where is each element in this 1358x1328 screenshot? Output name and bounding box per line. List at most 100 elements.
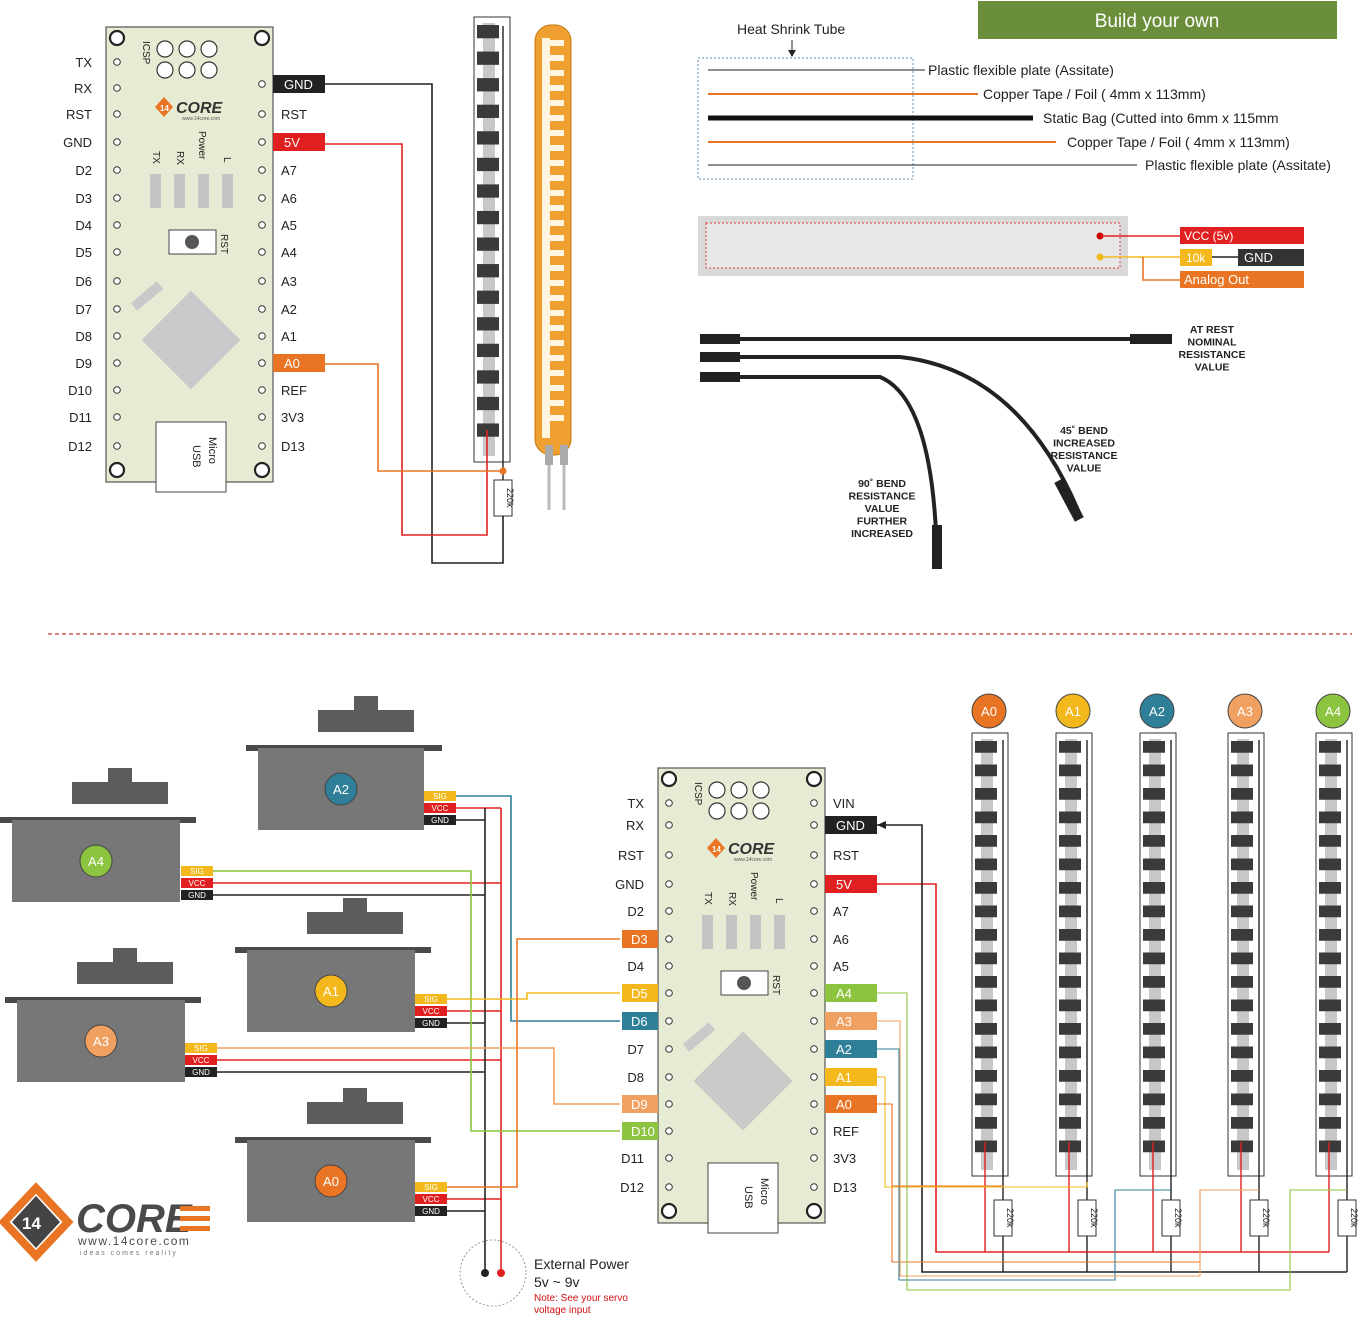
pin-label: D9 [631,1097,648,1112]
pin-hole [665,907,673,915]
wire-sig-a4 [213,870,620,1132]
res-label: 10k [1186,251,1206,265]
flex-segment [1319,1023,1341,1035]
led [174,174,185,208]
flex-segment [1059,858,1081,871]
pin-label: A6 [833,932,849,947]
pin-highlight [825,1040,877,1058]
out-label: Analog Out [1184,272,1249,287]
icsp-pin [752,802,770,820]
pin-hole [113,277,121,285]
flex-segment [975,999,997,1012]
servo-pin-tag [415,1006,447,1016]
pin-hole [113,84,121,92]
flex-segment [1143,882,1165,894]
pin-hole [810,1100,818,1108]
pin-label: 5V [836,877,852,892]
flex-trace [546,385,564,391]
pin-label: RST [66,107,92,122]
flex-segment [975,835,997,847]
flex-segment [975,952,997,965]
flex-segment [1143,1093,1165,1106]
servo-top [307,912,403,934]
led [726,915,737,949]
flex-segment [975,741,997,753]
icsp-pin [178,61,196,79]
flex-trace [546,355,564,361]
servo-shaft [108,768,132,784]
power-terminal [497,1269,505,1277]
pin-label: D13 [833,1180,857,1195]
gnd-tag [1238,249,1304,266]
bend-label: INCREASED [851,528,913,540]
bend-label: VALUE [1195,362,1230,374]
flex-trace [546,55,564,61]
logo-number: 14 [712,845,721,854]
pin-hole [258,305,266,313]
pin-label: D5 [631,986,648,1001]
flex-segment [1059,882,1081,894]
pin-label: A1 [281,329,297,344]
pin-hole [113,58,121,66]
led [702,915,713,949]
icsp-pin [200,61,218,79]
servo-pin-label: VCC [423,1007,440,1016]
icsp-label: ICSP [692,782,703,806]
servo-pin-label: GND [431,816,449,825]
pin-hole [810,1127,818,1135]
flex-segment [1059,929,1081,941]
pin-label: A7 [281,163,297,178]
flex-segment [477,317,499,331]
pin-hole [113,359,121,367]
resistor-label: 220k [1173,1208,1183,1228]
flex-segment [1059,1093,1081,1106]
pin-highlight [622,1095,658,1113]
led-label: TX [150,151,161,164]
flex-segment [1231,835,1253,847]
icsp-pin [156,61,174,79]
servo-top [72,782,168,804]
flex-segment [1143,1117,1165,1129]
sensor-end [1130,334,1172,344]
logo-bar [180,1226,210,1231]
servo-top [318,710,414,732]
flex-segment [477,370,499,384]
pin-label: 5V [284,135,300,150]
flex-segment [1231,1070,1253,1082]
wire-analog [1142,257,1180,281]
flex-trace [546,415,564,421]
pin-label: VIN [833,796,855,811]
flex-badge [1139,693,1175,729]
flex-trace [546,115,564,121]
servo-shaft [343,1088,367,1104]
junction [499,467,507,475]
flex-segment [975,929,997,941]
servo-badge [324,772,358,806]
pin-label: TX [75,55,92,70]
sensor-end [1054,478,1084,522]
usb-label: Micro [758,1178,770,1205]
pin-highlight [622,1122,658,1140]
flex-trace [546,220,564,226]
sensor-end [700,372,740,382]
flex-segment [1059,976,1081,988]
flex-trace [546,175,564,181]
flex-segment [477,184,499,198]
pin-label: D6 [75,274,92,289]
power-terminal [481,1269,489,1277]
servo-pin-label: SIG [424,1183,438,1192]
pin-hole [665,1073,673,1081]
flex-segment [1319,882,1341,894]
flex-segment [1143,905,1165,918]
flex-badge [971,693,1007,729]
pin-hole [113,332,121,340]
pin-highlight [825,1012,877,1030]
flex-trace [546,340,564,346]
servo-label: A3 [93,1034,109,1049]
layer-label: Static Bag (Cutted into 6mm x 115mm [1043,110,1279,126]
flex-segment [1059,788,1081,800]
servo-pin-label: SIG [424,995,438,1004]
